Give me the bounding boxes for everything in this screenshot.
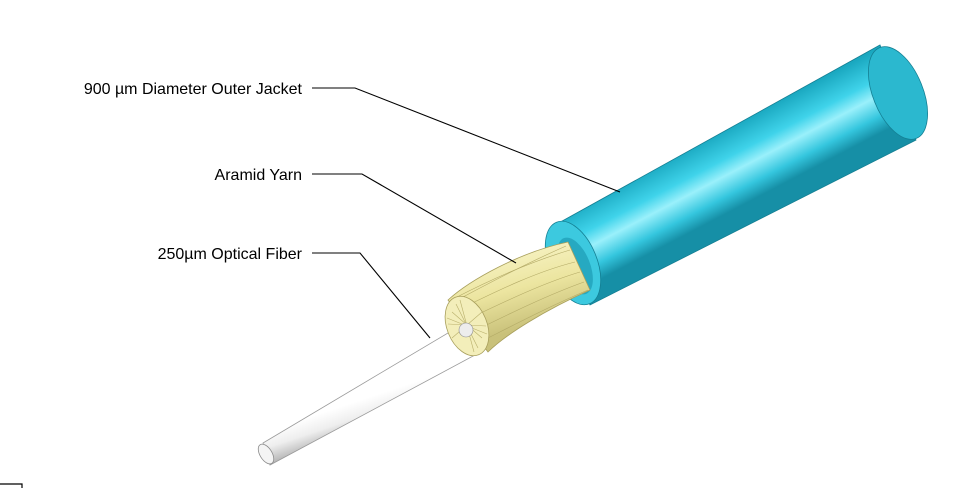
leader-line-jacket bbox=[312, 87, 621, 193]
outer-jacket-body bbox=[554, 44, 917, 306]
aramid-yarn bbox=[444, 241, 591, 357]
leader-line-fiber bbox=[312, 252, 431, 339]
label-optical-fiber: 250µm Optical Fiber bbox=[158, 246, 303, 263]
optical-fiber bbox=[257, 326, 476, 466]
optical-fiber-body bbox=[262, 326, 476, 466]
optical-fiber-end bbox=[257, 443, 275, 465]
optical-fiber-core-exit bbox=[458, 322, 474, 338]
label-aramid-yarn: Aramid Yarn bbox=[215, 167, 302, 184]
corner-mark bbox=[0, 483, 23, 488]
outer-jacket bbox=[544, 44, 928, 306]
leader-line-yarn bbox=[312, 173, 517, 264]
callout-leaders bbox=[312, 87, 621, 339]
outer-jacket-far-end bbox=[868, 46, 928, 140]
label-outer-jacket: 900 µm Diameter Outer Jacket bbox=[84, 81, 303, 98]
